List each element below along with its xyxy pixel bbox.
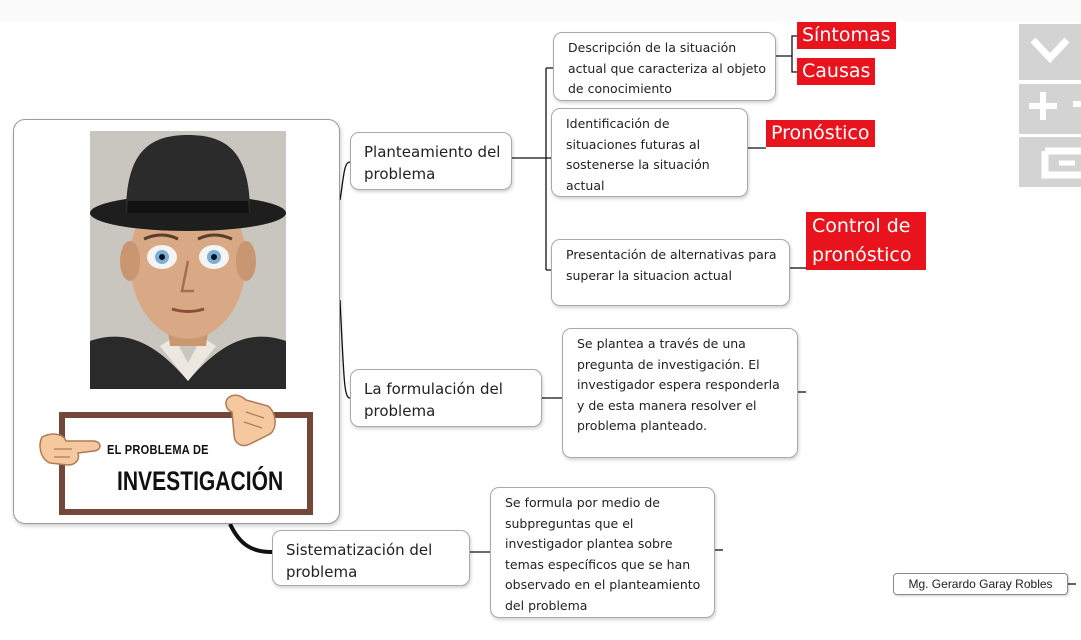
tag-control-pronostico: Control de pronóstico	[806, 212, 926, 270]
connector-root-sistematizacion	[228, 523, 273, 554]
sub-formulacion-detalle[interactable]: Se plantea a través de una pregunta de i…	[562, 328, 798, 458]
branch-formulacion[interactable]: La formulación del problema	[350, 369, 542, 427]
tag-sintomas: Síntomas	[797, 22, 896, 49]
sub-sistematizacion-detalle[interactable]: Se formula por medio de subpreguntas que…	[490, 487, 715, 618]
root-title-line2: INVESTIGACIÓN	[117, 466, 284, 496]
root-node[interactable]: EL PROBLEMA DE INVESTIGACIÓN	[13, 119, 340, 524]
sub-presentacion[interactable]: Presentación de alternativas para supera…	[551, 239, 790, 306]
connector-planteamiento-subs	[512, 67, 553, 271]
portrait-image	[90, 131, 286, 389]
plus-icon	[1029, 92, 1081, 120]
connector-root-planteamiento	[339, 161, 351, 201]
fit-screen-button[interactable]	[1019, 137, 1081, 187]
right-hand-icon	[225, 394, 276, 447]
top-strip	[0, 0, 1081, 22]
chevron-down-icon	[1030, 37, 1070, 64]
branch-sistematizacion[interactable]: Sistematización del problema	[272, 530, 470, 586]
zoom-in-button[interactable]	[1019, 84, 1081, 134]
collapse-button[interactable]	[1019, 24, 1081, 80]
tag-causas: Causas	[797, 58, 876, 85]
root-title-line1: EL PROBLEMA DE	[107, 442, 209, 457]
sub-identificacion[interactable]: Identificación de situaciones futuras al…	[551, 108, 748, 197]
left-hand-icon	[39, 433, 101, 466]
fit-screen-icon	[1041, 147, 1081, 179]
connector-tags-1	[776, 35, 797, 73]
connector-root-formulacion	[339, 299, 351, 399]
author-label: Mg. Gerardo Garay Robles	[893, 573, 1068, 595]
map-toolbar	[1019, 24, 1081, 187]
tag-pronostico: Pronóstico	[766, 120, 875, 147]
branch-planteamiento[interactable]: Planteamiento del problema	[350, 132, 512, 190]
sub-descripcion[interactable]: Descripción de la situación actual que c…	[553, 32, 776, 101]
